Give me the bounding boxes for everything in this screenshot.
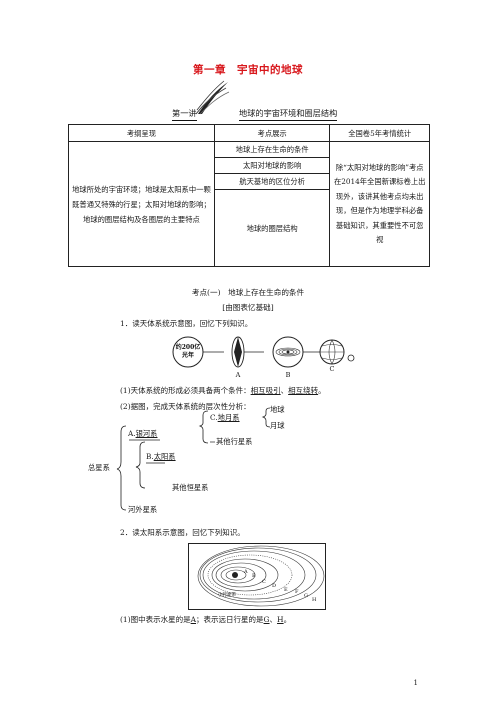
item-1-prefix: (1)图中表示水星的是: [120, 615, 191, 624]
section-title: 考点(一) 地球上存在生命的条件: [191, 288, 305, 297]
answer-mutual-revolution: 相互绕转: [288, 386, 319, 395]
celestial-system-diagram: 约200亿 光年 A B C: [172, 336, 355, 379]
diagram-label-line2: 光年: [181, 351, 194, 359]
table-header-row: 考纲呈现 考点展示 全国卷5年考情统计: [68, 124, 430, 142]
section-subtitle: [由图表忆基础]: [222, 303, 274, 312]
solar-system-diagram: A B C D E F G H 小行星带: [188, 543, 326, 610]
asteroid-belt-label: 小行星带: [218, 591, 236, 598]
answer-mercury: A: [190, 615, 197, 624]
svg-text:C: C: [262, 579, 266, 585]
diagram-letter-c: C: [330, 365, 335, 373]
sun-icon: [232, 572, 238, 578]
chapter-title: 第一章 宇宙中的地球: [193, 64, 303, 76]
diagram-label-line1: 约200亿: [176, 343, 201, 351]
svg-text:B: B: [252, 573, 256, 579]
decorative-swoosh-icon: [196, 80, 230, 115]
point-cell: 地球的圈层结构: [213, 189, 331, 267]
question-1-item-1: (1)天体系统的形成必须具备两个条件：相互吸引、相互绕转。: [120, 385, 326, 396]
separator: 、: [269, 615, 278, 624]
svg-text:A: A: [243, 569, 248, 575]
period: 。: [318, 386, 326, 395]
tree-a: A.银河系: [128, 429, 158, 438]
page-number: 1: [413, 679, 418, 687]
diagram-letter-b: B: [286, 371, 291, 379]
tree-root: 总星系: [88, 463, 110, 472]
svg-text:F: F: [295, 589, 299, 595]
outline-cell: 地球所处的宇宙环境；地球是太阳系中一颗既普通又特殊的行星；太阳对地球的影响；地球…: [68, 141, 215, 267]
lecture-title: 地球的宇宙环境和圈层结构: [239, 107, 338, 121]
tree-other-planets: 其他行星系: [216, 437, 253, 446]
svg-text:G: G: [304, 593, 308, 599]
stats-cell: 除“太阳对地球的影响”考点在2014年全国新课标卷上出现外，该讲其他考点均未出现…: [329, 141, 430, 267]
answer-solar-system: 太阳系: [153, 452, 176, 461]
lecture-number: 第一讲: [172, 107, 197, 121]
answer-milky-way: 银河系: [135, 429, 158, 438]
item-1-prefix: (1)天体系统的形成必须具备两个条件：: [120, 386, 251, 395]
diagram-letter-a: A: [235, 371, 241, 379]
earth-moon-c-icon: [319, 339, 345, 365]
answer-g: G: [263, 615, 270, 624]
svg-text:D: D: [272, 583, 276, 589]
table-row: 地球的圈层结构: [69, 189, 430, 267]
svg-text:E: E: [284, 587, 288, 593]
answer-h: H: [277, 615, 284, 624]
tree-b: B.太阳系: [146, 452, 176, 461]
answer-mutual-attraction: 相互吸引: [250, 386, 281, 395]
period: 。: [283, 615, 292, 624]
item-1-middle: ；表示远日行星的是: [196, 615, 264, 624]
question-1-item-2: (2)据图，完成天体系统的层次性分析：: [120, 402, 251, 411]
lecture-heading: 第一讲 地球的宇宙环境和圈层结构: [172, 107, 338, 121]
tree-extragalactic: 河外星系: [128, 505, 158, 514]
tree-c: C.地月系: [210, 413, 240, 422]
tree-moon: 月球: [270, 421, 285, 430]
tree-other-stars: 其他恒星系: [172, 483, 209, 492]
question-2-prompt: 2．读太阳系示意图，回忆下列知识。: [120, 528, 245, 537]
answer-earth-moon: 地月系: [217, 413, 240, 422]
question-2-item-1: (1)图中表示水星的是A；表示远日行星的是G、H。: [120, 614, 291, 625]
svg-text:H: H: [312, 597, 317, 603]
tree-earth: 地球: [270, 405, 285, 414]
question-1-prompt: 1．读天体系统示意图，回忆下列知识。: [120, 319, 253, 328]
separator: 、: [280, 386, 289, 395]
exam-overview-table: 考纲呈现 考点展示 全国卷5年考情统计 地球所处的宇宙环境；地球是太阳系中一颗既…: [68, 124, 430, 267]
